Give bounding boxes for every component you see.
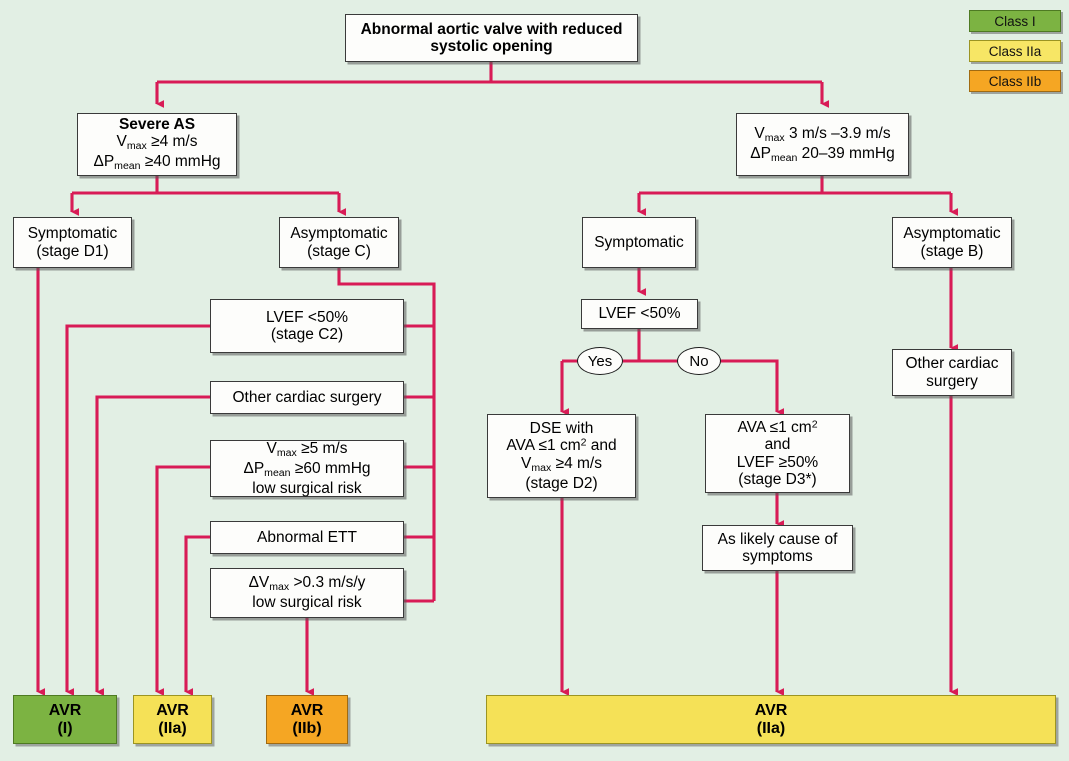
avr-iib-line-2: (IIb) <box>292 719 322 737</box>
decision-no-label: No <box>677 347 721 375</box>
node-asymptomatic-stage-c: Asymptomatic (stage C) <box>279 217 399 268</box>
other-cardiac-surgery-left-label: Other cardiac surgery <box>232 388 382 406</box>
yes-label: Yes <box>587 352 613 370</box>
dvmax-line-1: ΔVmax >0.3 m/s/y <box>248 574 366 594</box>
legend-item-class-iia: Class IIa <box>969 40 1061 62</box>
avr-iia-right-line-1: AVR <box>754 701 788 719</box>
severe-as-pmean: ΔPmean ≥40 mmHg <box>93 153 221 173</box>
avr-iia-left-line-1: AVR <box>156 701 189 719</box>
root-line-1: Abnormal aortic valve with reduced <box>360 20 623 38</box>
dse-line-1: DSE with <box>529 419 594 437</box>
node-lvef-right: LVEF <50% <box>581 299 698 329</box>
node-abnormal-ett: Abnormal ETT <box>210 521 404 554</box>
other-cardiac-surgery-right-line-1: Other cardiac <box>905 355 999 372</box>
asym-c-line-2: (stage C) <box>307 242 371 260</box>
legend-label: Class I <box>994 13 1036 29</box>
moderate-as-pmean: ΔPmean 20–39 mmHg <box>750 144 895 164</box>
vmax5-line-1: Vmax ≥5 m/s <box>266 439 348 459</box>
abnormal-ett-label: Abnormal ETT <box>257 528 357 546</box>
dvmax-line-2: low surgical risk <box>252 594 362 612</box>
legend-item-class-i: Class I <box>969 10 1061 32</box>
vmax5-line-3: low surgical risk <box>252 479 362 497</box>
terminal-avr-class-iib: AVR (IIb) <box>266 695 348 744</box>
legend-item-class-iib: Class IIb <box>969 70 1061 92</box>
legend: Class I Class IIa Class IIb <box>969 10 1061 100</box>
avr-iia-left-line-2: (IIa) <box>158 719 187 737</box>
node-vmax-5: Vmax ≥5 m/s ΔPmean ≥60 mmHg low surgical… <box>210 440 404 497</box>
moderate-as-vmax: Vmax 3 m/s –3.9 m/s <box>754 124 891 144</box>
avr-i-line-1: AVR <box>48 701 82 719</box>
other-cardiac-surgery-right-line-2: surgery <box>926 372 978 390</box>
node-ava-stage-d3: AVA ≤1 cm2 and LVEF ≥50% (stage D3*) <box>705 414 850 493</box>
node-symptomatic-stage-d1: Symptomatic (stage D1) <box>13 217 132 268</box>
dse-line-2: AVA ≤1 cm2 and <box>506 436 617 455</box>
severe-as-vmax: Vmax ≥4 m/s <box>116 133 198 153</box>
asym-c-line-1: Asymptomatic <box>290 225 388 242</box>
vmax5-line-2: ΔPmean ≥60 mmHg <box>243 459 371 479</box>
lvef-right-label: LVEF <50% <box>598 305 681 323</box>
decision-yes-label: Yes <box>577 347 623 375</box>
terminal-avr-class-iia-right: AVR (IIa) <box>486 695 1056 744</box>
node-other-cardiac-surgery-right: Other cardiac surgery <box>892 349 1012 396</box>
root-line-2: systolic opening <box>430 38 553 55</box>
avr-iia-right-line-2: (IIa) <box>756 719 786 737</box>
legend-label: Class IIb <box>988 73 1042 89</box>
terminal-avr-class-i: AVR (I) <box>13 695 117 744</box>
node-other-cardiac-surgery-left: Other cardiac surgery <box>210 381 404 414</box>
node-asymptomatic-stage-b: Asymptomatic (stage B) <box>892 217 1012 268</box>
ava-d3-line-3: LVEF ≥50% <box>736 453 819 471</box>
sym-d1-line-1: Symptomatic <box>27 225 118 242</box>
as-likely-line-2: symptoms <box>742 548 813 565</box>
asym-b-line-2: (stage B) <box>920 242 984 260</box>
asym-b-line-1: Asymptomatic <box>903 225 1001 242</box>
legend-label: Class IIa <box>988 43 1042 59</box>
lvef-c2-line-1: LVEF <50% <box>266 308 348 326</box>
ava-d3-line-1: AVA ≤1 cm2 <box>737 417 818 436</box>
ava-d3-line-4: (stage D3*) <box>738 471 817 488</box>
lvef-c2-line-2: (stage C2) <box>270 326 344 343</box>
dse-line-4: (stage D2) <box>525 474 598 492</box>
node-moderate-as: Vmax 3 m/s –3.9 m/s ΔPmean 20–39 mmHg <box>736 113 909 176</box>
ava-d3-line-2: and <box>764 436 791 453</box>
node-as-likely-cause: As likely cause of symptoms <box>702 525 853 571</box>
symptomatic-right-label: Symptomatic <box>594 233 684 251</box>
node-dse-stage-d2: DSE with AVA ≤1 cm2 and Vmax ≥4 m/s (sta… <box>487 414 636 498</box>
no-label: No <box>689 352 709 370</box>
dse-line-3: Vmax ≥4 m/s <box>521 454 602 474</box>
severe-as-title: Severe AS <box>118 115 196 133</box>
as-likely-line-1: As likely cause of <box>717 530 838 548</box>
terminal-avr-class-iia-left: AVR (IIa) <box>133 695 212 744</box>
node-root: Abnormal aortic valve with reduced systo… <box>345 14 638 62</box>
avr-iib-line-1: AVR <box>290 701 324 719</box>
node-delta-vmax: ΔVmax >0.3 m/s/y low surgical risk <box>210 568 404 618</box>
sym-d1-line-2: (stage D1) <box>36 242 109 260</box>
node-severe-as: Severe AS Vmax ≥4 m/s ΔPmean ≥40 mmHg <box>77 113 237 176</box>
node-lvef-stage-c2: LVEF <50% (stage C2) <box>210 299 404 353</box>
avr-i-line-2: (I) <box>57 719 73 737</box>
node-symptomatic-right: Symptomatic <box>582 217 696 268</box>
